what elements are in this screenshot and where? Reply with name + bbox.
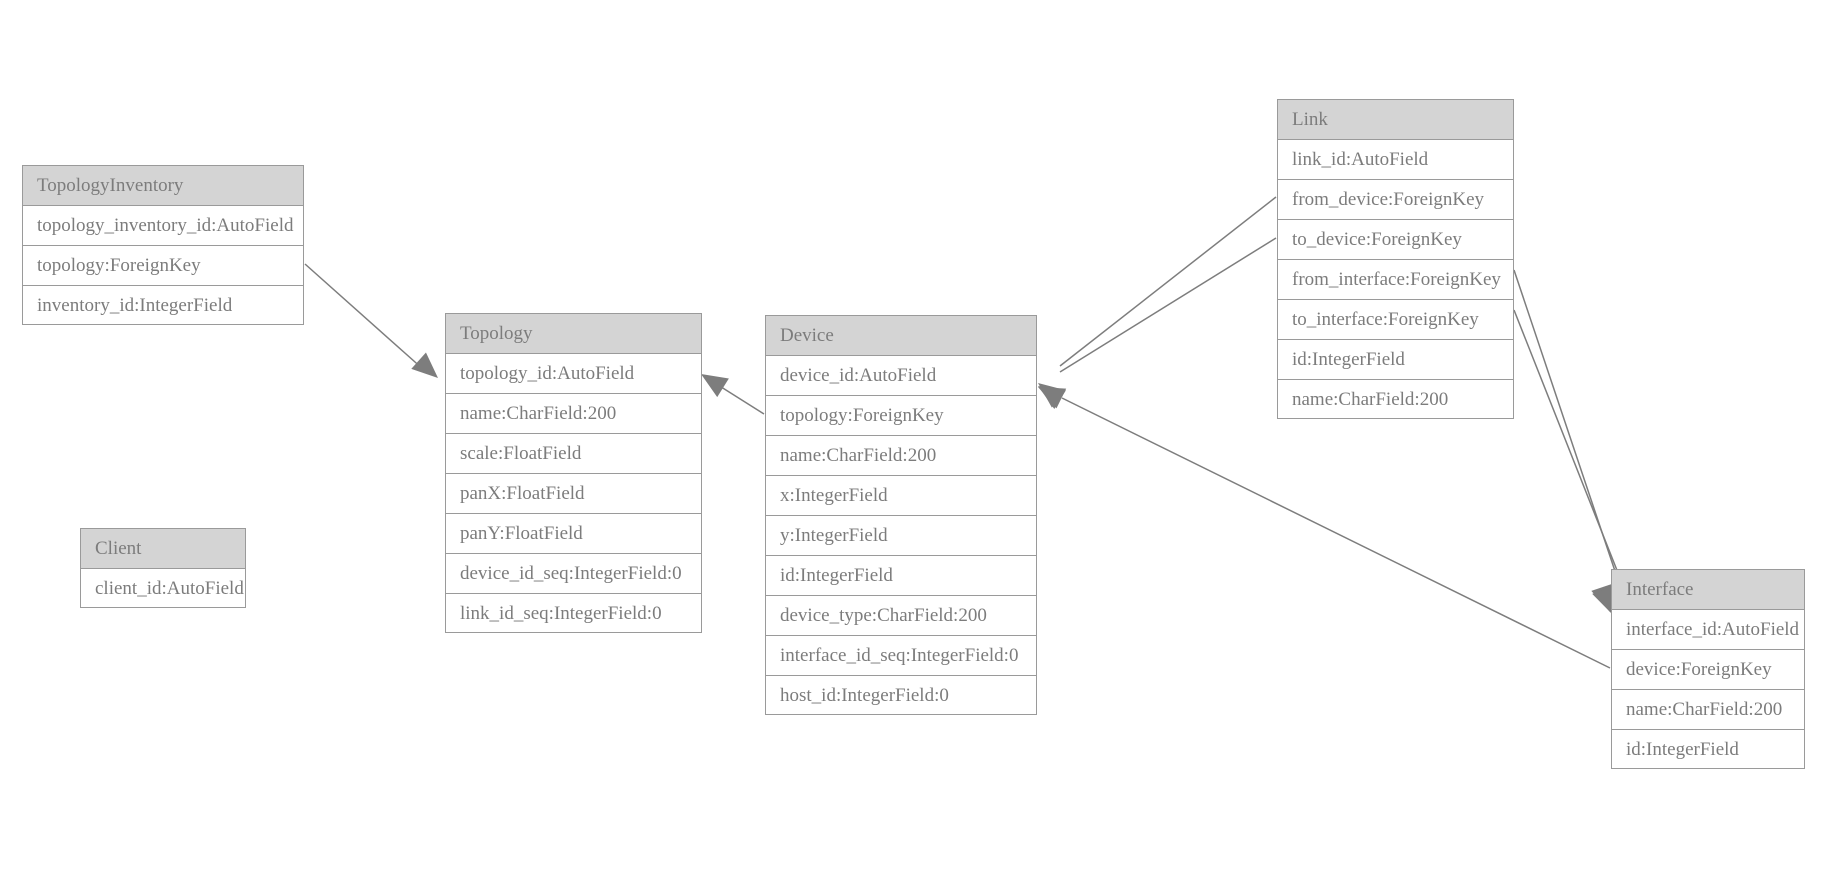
entity-field-row[interactable]: to_device:ForeignKey xyxy=(1278,220,1513,260)
entity-field-row[interactable]: interface_id:AutoField xyxy=(1612,610,1804,650)
relation-line xyxy=(717,384,765,415)
relation-line xyxy=(304,263,425,371)
relation-interface-device xyxy=(1038,387,1611,669)
entity-field-row[interactable]: device:ForeignKey xyxy=(1612,650,1804,690)
entity-field-row[interactable]: scale:FloatField xyxy=(446,434,701,474)
entity-field-row[interactable]: host_id:IntegerField:0 xyxy=(780,685,949,706)
relation-line xyxy=(1513,309,1625,589)
entity-field-row[interactable]: name:CharField:200 xyxy=(1292,389,1449,410)
relation-arrowhead-icon xyxy=(1038,386,1066,410)
entity-field-row[interactable]: name:CharField:200 xyxy=(766,436,1036,476)
entity-title-link: Link xyxy=(1278,100,1513,140)
relation-topologyinventory-topology xyxy=(304,263,438,378)
relation-link-to-interface xyxy=(1513,309,1625,614)
entity-title-device: Device xyxy=(766,316,1036,356)
entity-field-row[interactable]: client_id:AutoField xyxy=(95,578,244,599)
entity-field-row[interactable]: x:IntegerField xyxy=(766,476,1036,516)
relation-line xyxy=(1061,397,1611,669)
entity-field-row[interactable]: topology_id:AutoField xyxy=(446,354,701,394)
entity-field-row[interactable]: id:IntegerField xyxy=(1278,340,1513,380)
relation-link-from-device xyxy=(1038,196,1277,408)
relation-line xyxy=(1059,196,1277,367)
entity-field-row[interactable]: topology:ForeignKey xyxy=(766,396,1036,436)
relation-line xyxy=(1059,237,1277,373)
entity-field-row[interactable]: device_type:CharField:200 xyxy=(766,596,1036,636)
entity-box-client[interactable]: Client client_id:AutoField xyxy=(80,528,246,608)
relation-arrowhead-icon xyxy=(411,352,438,378)
entity-field-row[interactable]: id:IntegerField xyxy=(766,556,1036,596)
entity-title-topology_inventory: TopologyInventory xyxy=(23,166,303,206)
entity-field-row[interactable]: to_interface:ForeignKey xyxy=(1278,300,1513,340)
entity-field-row[interactable]: id:IntegerField xyxy=(1626,739,1739,760)
entity-field-row[interactable]: link_id:AutoField xyxy=(1278,140,1513,180)
relation-line xyxy=(1513,269,1621,587)
entity-field-row[interactable]: name:CharField:200 xyxy=(446,394,701,434)
entity-field-row[interactable]: topology_inventory_id:AutoField xyxy=(23,206,303,246)
entity-title-interface: Interface xyxy=(1612,570,1804,610)
entity-field-row[interactable]: device_id_seq:IntegerField:0 xyxy=(446,554,701,594)
entity-field-row[interactable]: inventory_id:IntegerField xyxy=(37,295,233,316)
entity-field-row[interactable]: interface_id_seq:IntegerField:0 xyxy=(766,636,1036,676)
entity-field-row[interactable]: topology:ForeignKey xyxy=(23,246,303,286)
entity-field-row[interactable]: panY:FloatField xyxy=(446,514,701,554)
entity-title-topology: Topology xyxy=(446,314,701,354)
entity-field-row[interactable]: link_id_seq:IntegerField:0 xyxy=(460,603,662,624)
entity-field-row[interactable]: y:IntegerField xyxy=(766,516,1036,556)
entity-field-row[interactable]: name:CharField:200 xyxy=(1612,690,1804,730)
entity-field-row[interactable]: device_id:AutoField xyxy=(766,356,1036,396)
entity-title-client: Client xyxy=(81,529,245,569)
entity-field-row[interactable]: from_interface:ForeignKey xyxy=(1278,260,1513,300)
entity-field-row[interactable]: panX:FloatField xyxy=(446,474,701,514)
relation-device-topology xyxy=(701,374,765,415)
relation-link-to-device xyxy=(1038,237,1277,410)
relation-arrowhead-icon xyxy=(1038,387,1067,409)
relation-link-from-interface xyxy=(1513,269,1621,612)
entity-field-row[interactable]: from_device:ForeignKey xyxy=(1278,180,1513,220)
